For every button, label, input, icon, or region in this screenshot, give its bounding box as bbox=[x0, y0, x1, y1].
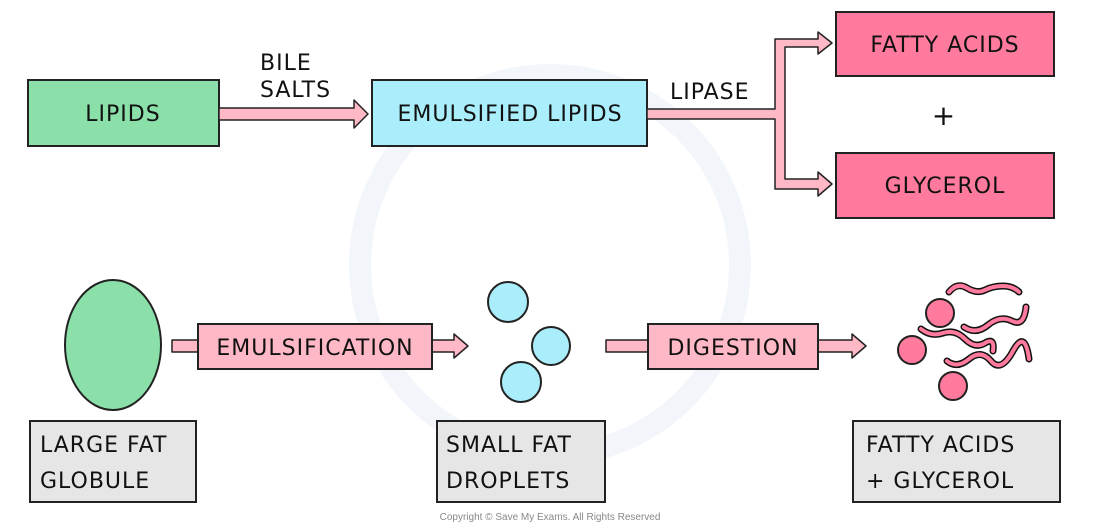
glycerol-particle bbox=[897, 335, 927, 365]
plus-sign: + bbox=[932, 99, 956, 132]
droplet bbox=[487, 281, 529, 323]
glycerol-particle bbox=[938, 371, 968, 401]
glycerol-box bbox=[835, 152, 1055, 219]
large-fat-globule-box bbox=[29, 420, 197, 503]
droplet bbox=[531, 326, 571, 366]
lipids-box bbox=[27, 79, 220, 147]
emulsified-lipids-label: EMULSIFIED LIPIDS bbox=[397, 102, 622, 127]
fatty-acids-box bbox=[835, 11, 1055, 77]
small-fat-droplets-shapes bbox=[487, 281, 571, 403]
products-box bbox=[852, 420, 1061, 503]
bile-label-1: BILE bbox=[260, 51, 312, 76]
emulsification-box bbox=[197, 323, 433, 370]
droplet bbox=[500, 361, 542, 403]
arrow-lipase-split bbox=[646, 31, 833, 197]
emulsified-lipids-box bbox=[371, 79, 648, 147]
small-fat-droplets-label-1: SMALL FAT bbox=[446, 433, 572, 458]
lipase-label: LIPASE bbox=[670, 80, 750, 105]
glycerol-label: GLYCEROL bbox=[885, 174, 1006, 199]
products-label-2: + GLYCEROL bbox=[866, 469, 1014, 494]
lipids-label: LIPIDS bbox=[85, 102, 160, 127]
emulsification-label: EMULSIFICATION bbox=[216, 336, 413, 361]
bile-label-2: SALTS bbox=[260, 78, 331, 103]
products-label-1: FATTY ACIDS bbox=[866, 433, 1015, 458]
large-fat-globule-label-1: LARGE FAT bbox=[40, 433, 167, 458]
small-fat-droplets-label-2: DROPLETS bbox=[446, 469, 570, 494]
fatty-acids-label: FATTY ACIDS bbox=[870, 33, 1019, 58]
large-fat-globule-label-2: GLOBULE bbox=[40, 469, 150, 494]
copyright-text: Copyright © Save My Exams. All Rights Re… bbox=[440, 512, 661, 523]
small-fat-droplets-box bbox=[436, 420, 606, 503]
arrow-bile-salts bbox=[218, 99, 369, 129]
fatty-acids-glycerol-shapes bbox=[897, 282, 1033, 401]
glycerol-particle bbox=[925, 298, 955, 328]
digestion-box bbox=[647, 323, 819, 370]
large-fat-globule-shape bbox=[64, 279, 162, 411]
digestion-label: DIGESTION bbox=[667, 336, 798, 361]
